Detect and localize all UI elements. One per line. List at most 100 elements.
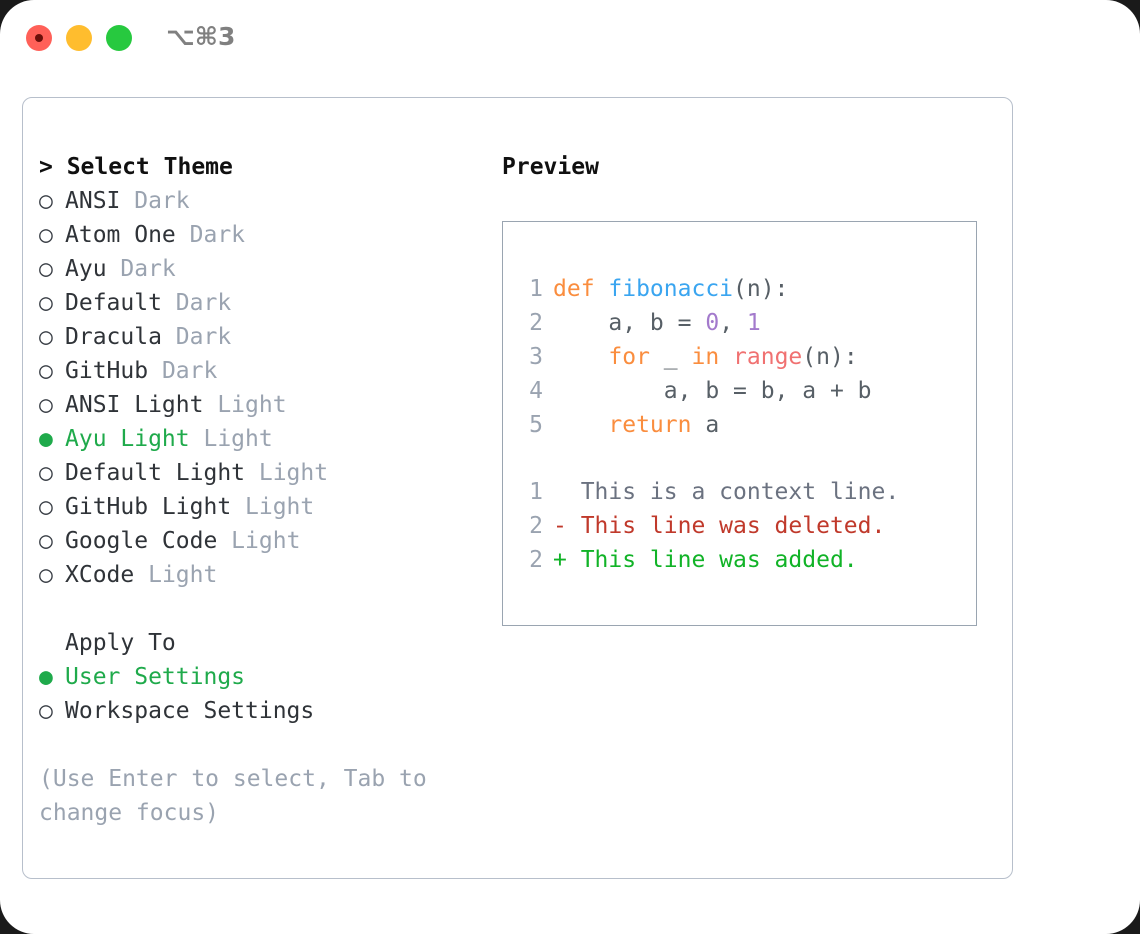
diff-line-text: + This line was added.	[553, 547, 858, 573]
theme-option-label: GitHub	[65, 358, 149, 384]
theme-option[interactable]: ○GitHub Dark	[39, 354, 489, 388]
diff-line-text: - This line was deleted.	[553, 513, 886, 539]
theme-option[interactable]: ●Ayu Light Light	[39, 422, 489, 456]
diff-line: 1 This is a context line.	[519, 475, 899, 509]
theme-picker-panel: > Select Theme ○ANSI Dark○Atom One Dark○…	[22, 97, 1013, 879]
theme-option-tag: Light	[231, 494, 315, 520]
code-token: def	[553, 276, 609, 302]
code-token: 1	[746, 310, 761, 336]
apply-to-option-label: User Settings	[65, 664, 246, 690]
code-token: (n):	[802, 344, 858, 370]
maximize-button[interactable]	[106, 25, 132, 51]
line-number: 1	[529, 479, 543, 505]
line-number: 3	[529, 344, 543, 370]
code-token: ,	[719, 310, 747, 336]
radio-unselected-icon: ○	[39, 562, 53, 588]
theme-option-tag: Light	[217, 528, 301, 554]
traffic-light-buttons	[26, 25, 132, 51]
theme-option-tag: Light	[203, 392, 287, 418]
theme-option-tag: Dark	[175, 222, 246, 248]
theme-option-tag: Light	[245, 460, 329, 486]
theme-option[interactable]: ○ XCode Light	[39, 558, 489, 592]
theme-option-label: ANSI Light	[65, 392, 204, 418]
theme-option-tag: Dark	[161, 290, 232, 316]
radio-unselected-icon: ○	[39, 324, 53, 350]
radio-unselected-icon: ○	[39, 290, 53, 316]
theme-option[interactable]: ○Google Code Light	[39, 524, 489, 558]
diff-sample: 1 This is a context line. 2 - This line wa…	[519, 475, 899, 577]
line-number: 2	[529, 310, 543, 336]
theme-selection-column: > Select Theme ○ANSI Dark○Atom One Dark○…	[39, 150, 489, 830]
code-token: fibonacci	[608, 276, 734, 302]
theme-option[interactable]: ○ GitHub Light Light	[39, 490, 489, 524]
apply-to-option[interactable]: ● User Settings	[39, 660, 489, 694]
theme-option[interactable]: ○ ANSI Light Light	[39, 388, 489, 422]
code-line: 3 for _ in range(n):	[519, 340, 872, 374]
theme-option[interactable]: ○ Default Light Light	[39, 456, 489, 490]
line-number: 4	[529, 378, 543, 404]
radio-selected-icon: ●	[39, 664, 53, 690]
code-token	[553, 412, 608, 438]
radio-selected-icon: ●	[39, 426, 53, 452]
line-number: 2	[529, 513, 543, 539]
radio-unselected-icon: ○	[39, 222, 53, 248]
theme-option[interactable]: ○ Default Dark	[39, 286, 489, 320]
code-token: a	[691, 412, 720, 438]
code-token: a, b =	[553, 310, 706, 336]
theme-option[interactable]: ○ Ayu Dark	[39, 252, 489, 286]
keyboard-hint: (Use Enter to select, Tab to change focu…	[39, 766, 441, 826]
code-line: 2 a, b = 0, 1	[519, 306, 872, 340]
code-token	[719, 344, 733, 370]
radio-unselected-icon: ○	[39, 392, 53, 418]
theme-option-tag: Dark	[161, 324, 232, 350]
apply-to-option[interactable]: ○ Workspace Settings	[39, 694, 489, 728]
code-token: for	[608, 344, 650, 370]
apply-to-list[interactable]: ● User Settings ○ Workspace Settings	[39, 660, 489, 728]
radio-unselected-icon: ○	[39, 494, 53, 520]
theme-option-label: GitHub Light	[65, 494, 232, 520]
diff-line: 2 + This line was added.	[519, 543, 899, 577]
code-token: 0	[705, 310, 720, 336]
line-number: 5	[529, 412, 543, 438]
close-button[interactable]	[26, 25, 52, 51]
code-token: return	[608, 412, 692, 438]
apply-to-heading: Apply To	[65, 630, 176, 656]
code-line: 5 return a	[519, 408, 872, 442]
title-bar: ⌥⌘3	[0, 0, 1140, 78]
theme-option-tag: Light	[134, 562, 218, 588]
theme-option-tag: Dark	[106, 256, 176, 282]
theme-option-label: Ayu	[65, 256, 107, 282]
theme-option-label: ANSI	[65, 188, 121, 214]
radio-unselected-icon: ○	[39, 698, 53, 724]
code-token: _	[649, 344, 692, 370]
radio-unselected-icon: ○	[39, 256, 53, 282]
theme-option[interactable]: ○Atom One Dark	[39, 218, 489, 252]
diff-line-text: This is a context line.	[553, 479, 900, 505]
code-token: a, b = b, a + b	[553, 378, 872, 404]
theme-option-label: XCode	[65, 562, 135, 588]
theme-option-label: Default	[65, 290, 162, 316]
code-token: in	[691, 344, 720, 370]
theme-option-label: Default Light	[65, 460, 246, 486]
code-token	[553, 344, 608, 370]
theme-option-tag: Light	[189, 426, 273, 452]
apply-to-option-label: Workspace Settings	[65, 698, 315, 724]
code-token: range	[733, 344, 803, 370]
line-number: 2	[529, 547, 543, 573]
radio-unselected-icon: ○	[39, 460, 53, 486]
theme-option[interactable]: ○ ANSI Dark	[39, 184, 489, 218]
radio-unselected-icon: ○	[39, 188, 53, 214]
select-theme-heading: > Select Theme	[39, 154, 233, 180]
minimize-button[interactable]	[66, 25, 92, 51]
theme-option-tag: Dark	[120, 188, 190, 214]
diff-line: 2 - This line was deleted.	[519, 509, 899, 543]
theme-option[interactable]: ○ Dracula Dark	[39, 320, 489, 354]
code-token: (n):	[733, 276, 789, 302]
theme-option-label: Dracula	[65, 324, 162, 350]
radio-unselected-icon: ○	[39, 358, 53, 384]
line-number: 1	[529, 276, 543, 302]
window-title: ⌥⌘3	[166, 22, 236, 51]
theme-list[interactable]: ○ANSI Dark○Atom One Dark○Ayu Dark○Defaul…	[39, 184, 489, 592]
